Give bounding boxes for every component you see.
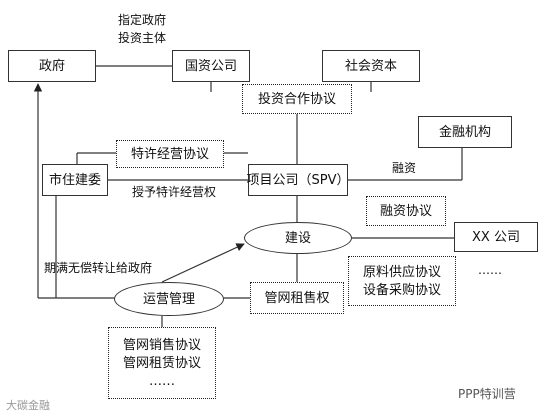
node-concession-agreement: 特许经营协议	[116, 140, 224, 168]
agreements-ellipsis: ……	[149, 373, 175, 389]
label-transfer-free: 期满无偿转让给政府	[44, 261, 153, 275]
node-operation: 运营管理	[114, 282, 224, 316]
node-financial-institution: 金融机构	[418, 116, 512, 148]
node-construction: 建设	[244, 222, 352, 254]
procurement-agreement: 设备采购协议	[362, 282, 441, 298]
node-financing-agreement: 融资协议	[366, 196, 446, 226]
node-social-capital: 社会资本	[322, 50, 420, 82]
watermark-left: 大碳金融	[6, 399, 50, 412]
line-op-build-arrow	[161, 243, 245, 283]
pipe-sales-agreement: 管网销售协议	[122, 337, 201, 353]
node-pipe-lease: 管网租售权	[250, 282, 344, 314]
watermark-right: PPP特训营	[458, 387, 516, 401]
node-municipal-committee: 市住建委	[42, 164, 108, 196]
node-pipe-agreements: 管网销售协议 管网租赁协议 ……	[108, 327, 216, 399]
label-grant-concession: 授予特许经营权	[132, 185, 217, 199]
supply-agreement: 原料供应协议	[362, 264, 441, 280]
label-designated-2: 投资主体	[118, 31, 167, 45]
node-supply-procurement: 原料供应协议 设备采购协议	[348, 256, 456, 306]
pipe-lease-agreement: 管网租赁协议	[122, 355, 201, 371]
node-spv: 项目公司（SPV）	[247, 164, 350, 196]
node-xx-company: XX 公司	[454, 222, 538, 252]
label-financing: 融资	[392, 161, 417, 175]
node-soe: 国资公司	[172, 50, 250, 82]
node-government: 政府	[8, 50, 96, 82]
node-investment-agreement: 投资合作协议	[242, 84, 352, 114]
label-xx-ellipsis: ……	[478, 263, 502, 277]
label-designated-1: 指定政府	[118, 13, 167, 27]
